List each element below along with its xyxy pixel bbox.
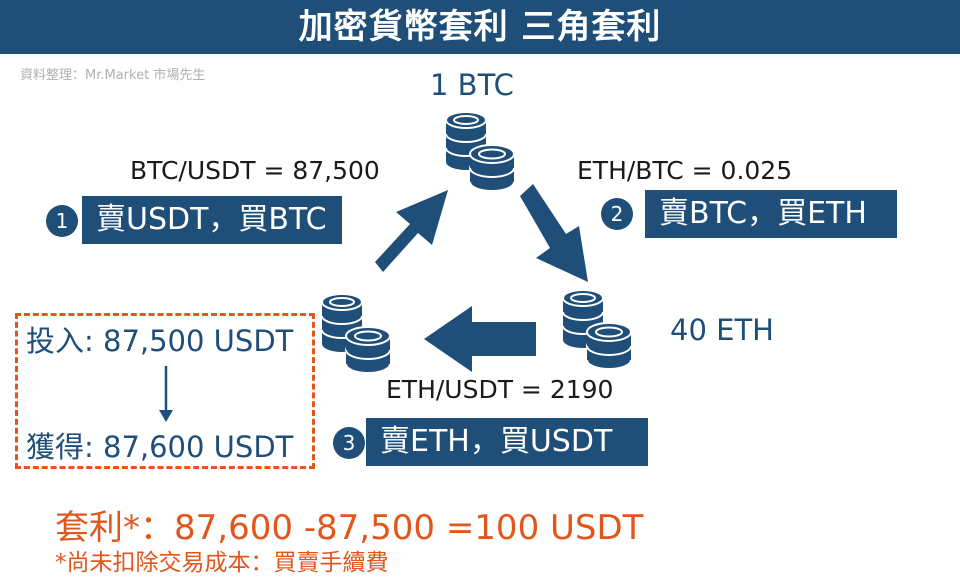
- step-1-box: 賣USDT，買BTC: [82, 196, 342, 244]
- summary-box: [15, 313, 315, 469]
- step-2-badge: 2: [601, 198, 633, 230]
- btc-node-label: 1 BTC: [430, 68, 514, 102]
- btc-coin-icon: [445, 111, 515, 192]
- arrow-up-right: [375, 190, 448, 272]
- rate-eth-usdt: ETH/USDT = 2190: [386, 375, 614, 404]
- input-amount: 投入: 87,500 USDT: [26, 324, 294, 358]
- step-2-box: 賣BTC，買ETH: [645, 190, 897, 238]
- eth-coin-icon: [562, 289, 632, 370]
- rate-eth-btc: ETH/BTC = 0.025: [577, 156, 793, 185]
- eth-node-label: 40 ETH: [670, 313, 774, 347]
- cost-note: *尚未扣除交易成本：買賣手續費: [55, 550, 389, 576]
- step-3-box: 賣ETH，買USDT: [366, 418, 648, 466]
- output-amount: 獲得: 87,600 USDT: [26, 430, 294, 464]
- page-title: 加密貨幣套利 三角套利: [0, 0, 960, 54]
- usdt-coin-icon: [321, 293, 391, 374]
- step-3-badge: 3: [333, 427, 365, 459]
- arbitrage-result: 套利*：87,600 -87,500 =100 USDT: [55, 508, 644, 548]
- rate-btc-usdt: BTC/USDT = 87,500: [130, 156, 380, 185]
- source-credit: 資料整理：Mr.Market 市場先生: [20, 68, 206, 83]
- arrow-left: [424, 306, 536, 372]
- arrow-down-right: [520, 184, 588, 282]
- step-1-badge: 1: [46, 205, 78, 237]
